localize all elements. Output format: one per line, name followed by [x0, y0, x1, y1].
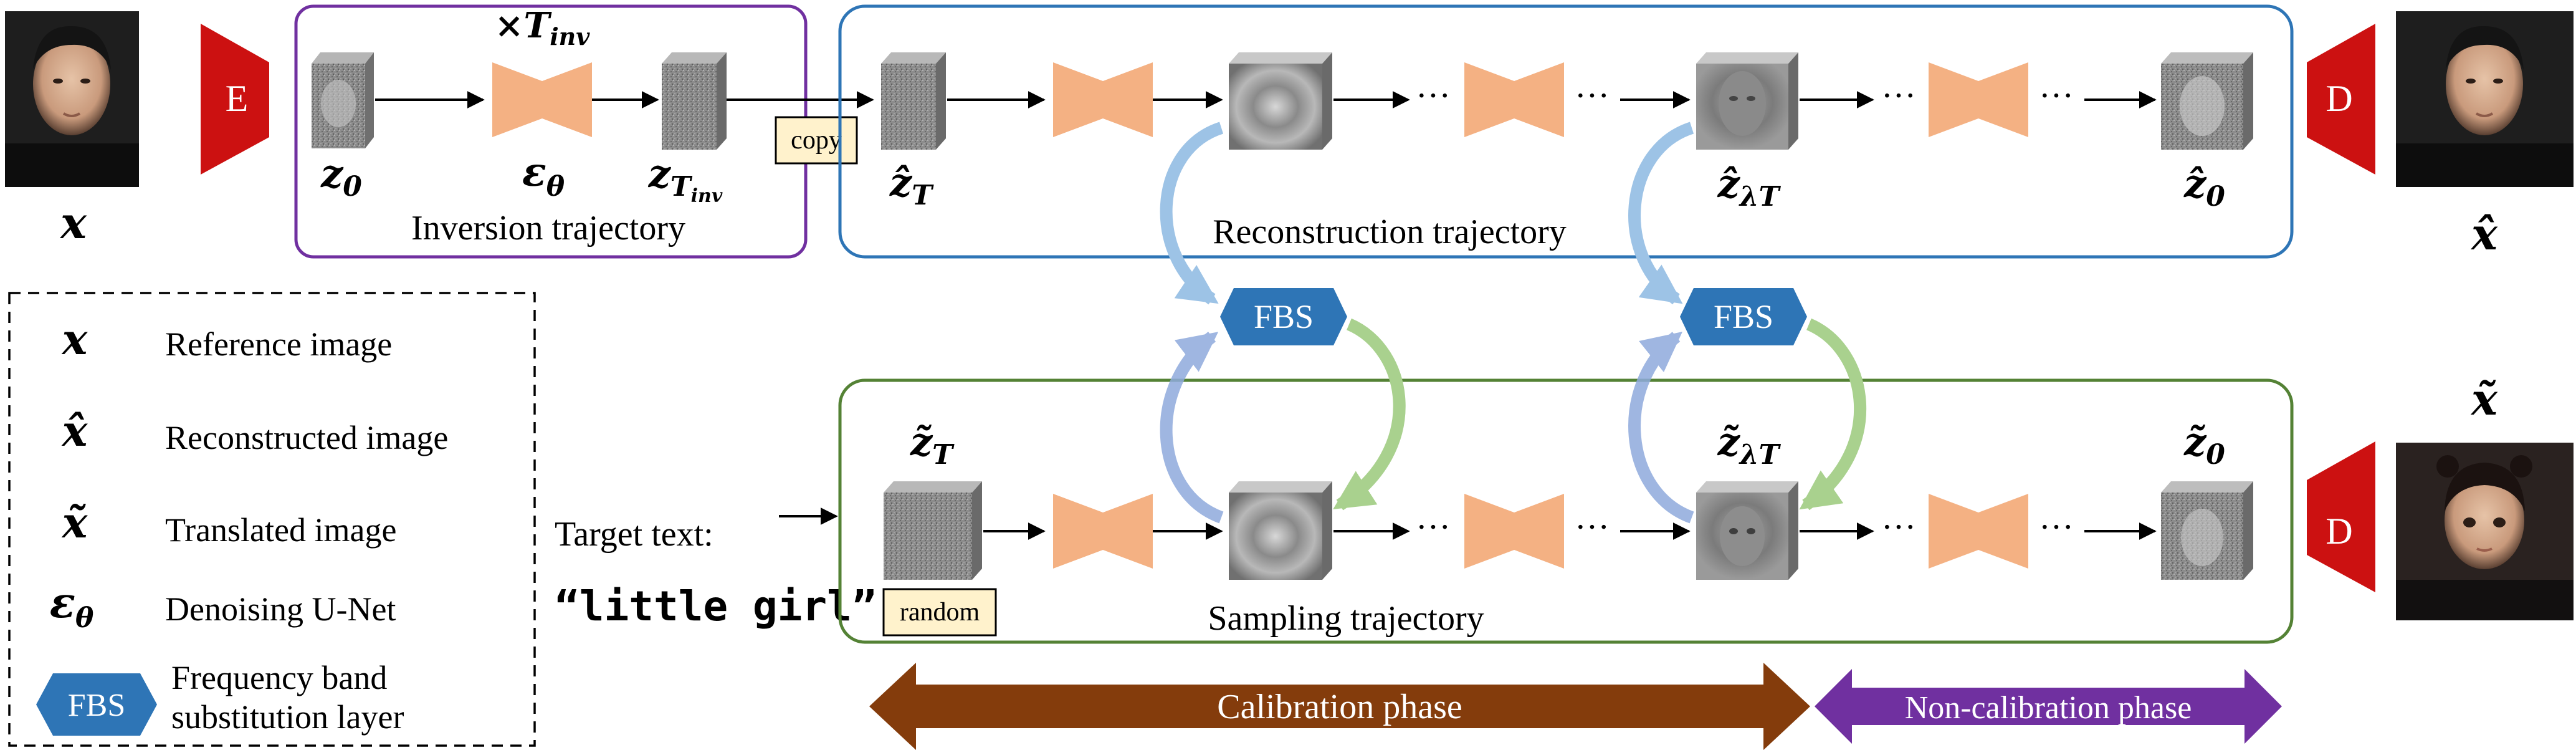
inversion-eps-label: εθ [522, 149, 565, 203]
samp-unet-icon-1 [1053, 494, 1153, 569]
x-hat-label: x̂ [2470, 208, 2498, 260]
recon-z0-label: ẑ0 [2183, 161, 2225, 213]
legend-desc-eps: Denoising U-Net [165, 590, 396, 628]
recon-z0-cube [2161, 52, 2253, 150]
decoder-block-top: D [2307, 24, 2375, 175]
inversion-z0-cube [312, 52, 374, 148]
target-text-prompt: “little girl” [555, 582, 877, 630]
sampling-zT-cube [884, 481, 982, 580]
target-text-label: Target text: [555, 515, 713, 554]
fbs2-out-to-sampling [1799, 318, 1867, 511]
inversion-zT-cube [662, 52, 727, 150]
fbs2-in-from-sampling [1628, 331, 1694, 524]
recon-ellipsis-1: ··· [1416, 77, 1451, 115]
samp-z0-cube [2161, 481, 2253, 580]
reconstruction-box [838, 4, 2294, 259]
decoder-label-bottom: D [2326, 511, 2352, 552]
reconstructed-photo [2396, 11, 2574, 187]
x-label: x [59, 197, 87, 249]
encoder-label: E [226, 78, 249, 119]
sampling-zT-label: z̃T [910, 419, 955, 471]
translated-photo [2396, 443, 2574, 620]
non-calibration-phase-label: Non-calibration phase [1905, 690, 2192, 726]
reconstruction-title: Reconstruction trajectory [1213, 213, 1567, 251]
legend-fbs-label: FBS [68, 688, 126, 723]
recon-zlam-label: ẑλT [1717, 161, 1782, 213]
recon-unet-icon-3 [1929, 62, 2028, 137]
legend-fbs-desc-1: Frequency band [171, 659, 387, 696]
legend-desc-xhat: Reconstructed image [165, 419, 448, 456]
copy-label: copy [791, 126, 842, 155]
legend-box [8, 292, 536, 747]
sampling-title: Sampling trajectory [1208, 599, 1484, 638]
calibration-phase-label: Calibration phase [1217, 688, 1462, 726]
fbs1-out-to-sampling [1333, 318, 1406, 511]
sampling-box [838, 378, 2294, 644]
recon-blur-cube-1 [1229, 52, 1332, 150]
fbs1-in-from-sampling [1160, 332, 1224, 524]
legend-desc-x: Reference image [165, 325, 392, 363]
reference-photo [5, 11, 139, 187]
recon-ellipsis-2: ··· [1575, 77, 1610, 115]
inversion-title: Inversion trajectory [411, 209, 685, 248]
legend-symbol-x: x [61, 315, 88, 365]
recon-ellipsis-4: ··· [2039, 77, 2074, 115]
calibration-phase-arrow: Calibration phase [869, 663, 1810, 750]
samp-unet-icon-2 [1464, 494, 1564, 569]
fbs1-in-from-recon [1160, 122, 1224, 305]
legend-fbs-desc-2: substitution layer [171, 698, 404, 736]
samp-ellipsis-2: ··· [1575, 508, 1610, 547]
decoder-block-bottom: D [2307, 441, 2375, 592]
non-calibration-phase-arrow: Non-calibration phase [1815, 669, 2282, 744]
legend-fbs-icon: FBS [36, 673, 157, 736]
fbs-label-1: FBS [1254, 298, 1314, 335]
legend-symbol-xhat: x̂ [61, 406, 88, 456]
inversion-unet-icon [492, 62, 592, 137]
samp-ellipsis-4: ··· [2039, 508, 2074, 547]
samp-blur-cube-1 [1229, 481, 1332, 580]
fbs-label-2: FBS [1714, 298, 1773, 335]
legend-symbol-eps: εθ [50, 578, 94, 634]
samp-unet-icon-3 [1929, 494, 2028, 569]
recon-unet-icon-2 [1464, 62, 1564, 137]
recon-unet-icon-1 [1053, 62, 1153, 137]
samp-zlam-cube [1696, 481, 1798, 580]
recon-zT-label: ẑT [889, 160, 934, 211]
copy-box: copy [775, 116, 858, 165]
recon-ellipsis-3: ··· [1881, 77, 1916, 115]
legend-desc-xtilde: Translated image [165, 511, 396, 549]
samp-ellipsis-1: ··· [1416, 508, 1451, 547]
x-tilde-label: x̃ [2470, 373, 2498, 425]
samp-ellipsis-3: ··· [1881, 508, 1916, 547]
inversion-repeat-label: ×Tinv [495, 5, 591, 50]
random-box: random [882, 588, 997, 637]
decoder-label-top: D [2326, 78, 2352, 119]
sampling-zlam-label: z̃λT [1717, 419, 1782, 471]
random-label: random [900, 598, 980, 627]
legend-symbol-xtilde: x̃ [61, 498, 88, 548]
fbs2-in-from-recon [1628, 122, 1694, 305]
inversion-zT-label: zTinv [648, 151, 723, 207]
recon-zlam-cube [1696, 52, 1798, 150]
fbs-node-2: FBS [1680, 288, 1807, 345]
sampling-z0-label: z̃0 [2183, 419, 2225, 471]
recon-zT-cube [881, 52, 946, 150]
inversion-z0-label: z0 [320, 151, 362, 203]
encoder-block: E [201, 24, 269, 175]
fbs-node-1: FBS [1220, 288, 1347, 345]
